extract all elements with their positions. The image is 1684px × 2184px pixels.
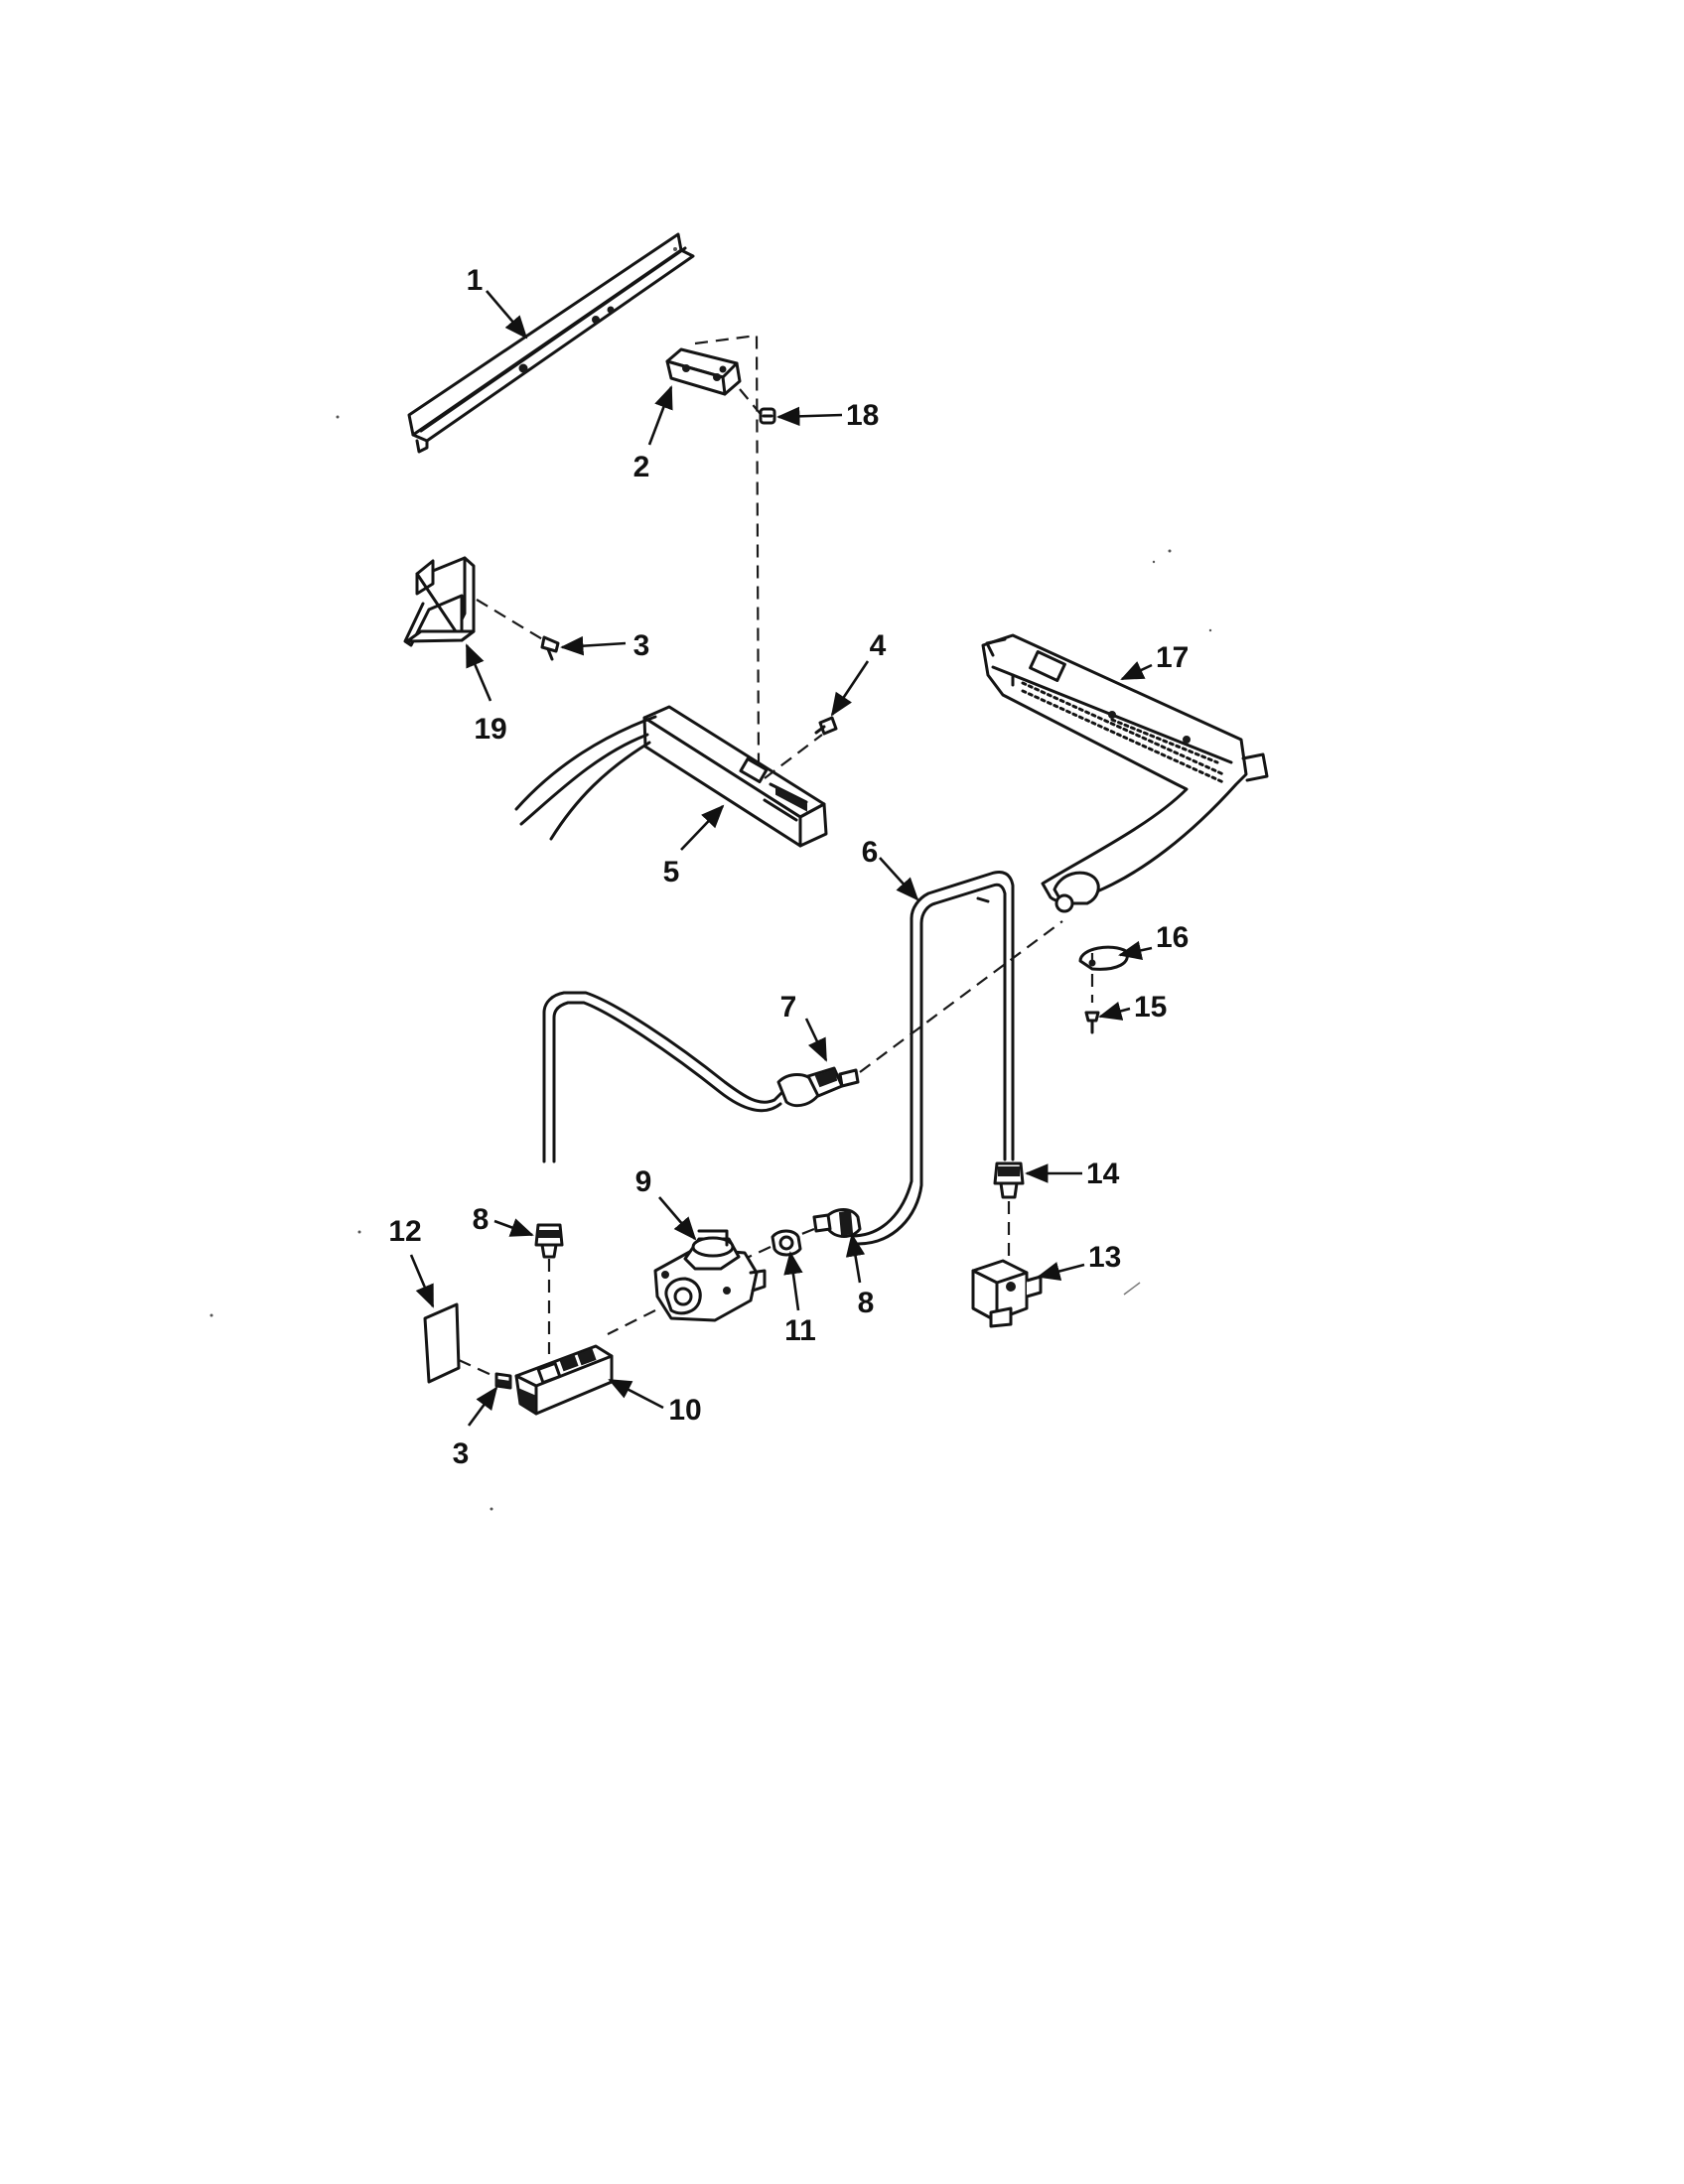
callout-3-upper: 3 xyxy=(633,629,650,662)
callout-5: 5 xyxy=(663,856,680,888)
part-9-regulator xyxy=(653,1229,767,1322)
part-3-screw-lower xyxy=(494,1372,512,1390)
callout-1: 1 xyxy=(467,264,484,297)
leader-lines xyxy=(409,290,1153,1427)
part-12-plate xyxy=(423,1302,461,1384)
callout-13: 13 xyxy=(1088,1241,1121,1274)
part-7-orifice-tube xyxy=(542,991,860,1163)
leader-18 xyxy=(776,406,843,427)
callout-17: 17 xyxy=(1156,641,1189,674)
leader-9 xyxy=(658,1196,697,1241)
callout-15: 15 xyxy=(1134,991,1167,1024)
part-11-alignment-line xyxy=(744,1246,772,1260)
leader-17 xyxy=(1120,661,1153,681)
callout-4: 4 xyxy=(870,629,887,662)
part-7-alignment-line xyxy=(859,920,1063,1073)
callout-12: 12 xyxy=(388,1215,421,1248)
part-10-valve-block xyxy=(514,1344,614,1416)
callout-6: 6 xyxy=(862,836,879,869)
part-5-igniter-housing xyxy=(514,705,828,848)
callout-8-right: 8 xyxy=(858,1287,875,1319)
leader-2 xyxy=(647,385,673,446)
leader-13 xyxy=(1037,1262,1085,1282)
part-4-screw-line xyxy=(764,734,823,779)
part-16-cap xyxy=(1078,945,1129,971)
part-1-angle-rail xyxy=(407,232,695,454)
part-9-alignment-line xyxy=(607,1309,656,1335)
leader-15 xyxy=(1098,1002,1131,1021)
callout-9: 9 xyxy=(635,1165,652,1198)
part-6-gas-tube xyxy=(850,871,1015,1246)
leader-19 xyxy=(465,643,492,702)
part-15-screw xyxy=(1084,1011,1100,1034)
leader-8-right xyxy=(845,1233,866,1284)
callout-11: 11 xyxy=(784,1314,816,1347)
leader-16 xyxy=(1118,940,1153,960)
part-18-screw xyxy=(759,407,776,425)
leader-4 xyxy=(830,660,870,717)
leader-7 xyxy=(804,1018,828,1062)
callout-19: 19 xyxy=(474,713,506,746)
part-8-right-alignment-line xyxy=(793,1227,815,1239)
callout-7: 7 xyxy=(780,991,797,1024)
part-8-fitting-left xyxy=(534,1223,564,1259)
part-14-fitting xyxy=(993,1161,1025,1199)
scan-specks xyxy=(210,247,1212,1511)
part-8-fitting-right xyxy=(812,1208,862,1238)
part-13-valve xyxy=(971,1259,1043,1328)
callout-14: 14 xyxy=(1086,1158,1120,1190)
callout-3-lower: 3 xyxy=(453,1437,470,1470)
part-4-screw xyxy=(814,716,838,736)
part-11-fitting xyxy=(771,1229,802,1257)
leader-3-lower xyxy=(467,1386,498,1427)
leader-6 xyxy=(879,857,919,901)
leader-10 xyxy=(608,1378,664,1410)
part-12-screw-line xyxy=(458,1358,503,1382)
callout-2: 2 xyxy=(633,451,650,483)
part-2-mounting-bracket xyxy=(665,347,742,396)
leader-8-left xyxy=(493,1218,534,1237)
callout-labels: 1 2 3 3 4 5 6 7 8 8 9 10 11 12 13 14 15 … xyxy=(388,264,1189,1470)
callout-16: 16 xyxy=(1156,921,1189,954)
part-19-z-bracket xyxy=(403,556,476,647)
callout-18: 18 xyxy=(846,399,879,432)
part-19-screw-line xyxy=(476,599,545,641)
leader-5 xyxy=(680,804,725,851)
part-17-burner xyxy=(981,633,1269,913)
leader-1 xyxy=(486,290,528,340)
callout-8-left: 8 xyxy=(473,1203,490,1236)
leader-11 xyxy=(783,1251,803,1311)
leader-3-upper xyxy=(560,635,627,656)
callout-10: 10 xyxy=(668,1394,701,1427)
leader-12 xyxy=(409,1254,435,1308)
part-2-alignment-line xyxy=(694,334,761,767)
part-3-screw-upper xyxy=(540,635,560,661)
